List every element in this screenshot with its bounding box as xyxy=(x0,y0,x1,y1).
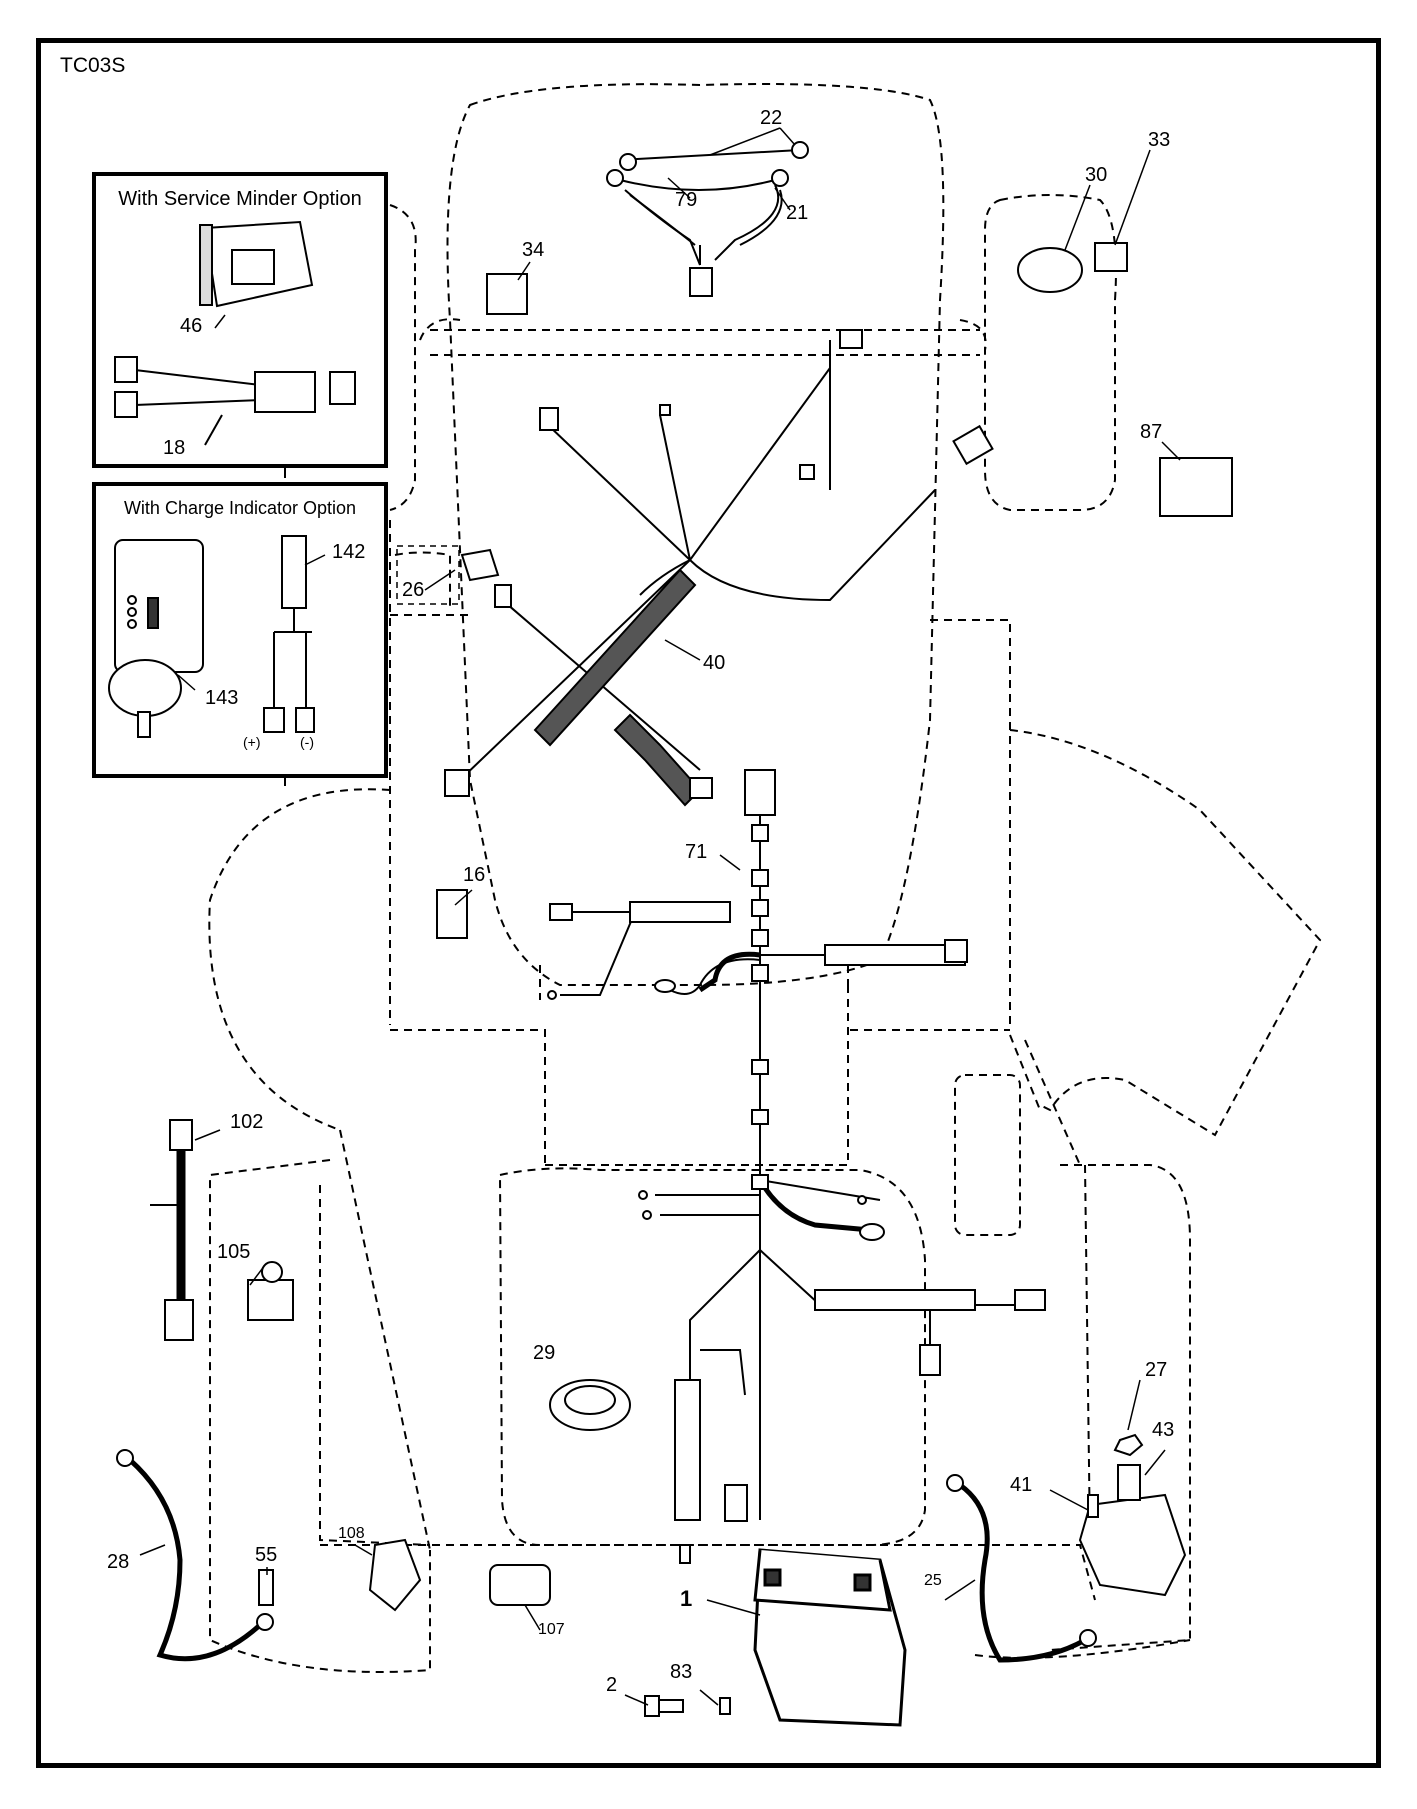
callout-105: 105 xyxy=(217,1241,251,1263)
callout-22: 22 xyxy=(760,107,783,129)
callout-43: 43 xyxy=(1152,1419,1175,1441)
callout-25: 25 xyxy=(924,1572,942,1589)
callout-21: 21 xyxy=(786,202,809,224)
callout-79: 79 xyxy=(675,189,698,211)
callout-142: 142 xyxy=(332,541,366,563)
callout-143: 143 xyxy=(205,687,239,709)
minus-terminal-label: (-) xyxy=(300,734,314,750)
ignition-switch-icon xyxy=(1017,247,1083,293)
diagram-code: TC03S xyxy=(60,54,126,77)
callout-29: 29 xyxy=(533,1342,556,1364)
harness-loom xyxy=(533,568,702,807)
callout-87: 87 xyxy=(1140,421,1163,443)
callout-102: 102 xyxy=(230,1111,264,1133)
callout-41: 41 xyxy=(1010,1474,1033,1496)
headlight-bulb-icon xyxy=(606,141,809,297)
chassis-outline xyxy=(208,83,1322,1673)
charge-indicator-option-box: With Charge Indicator Option xyxy=(92,482,388,778)
diagram-border xyxy=(36,38,1381,1768)
battery-cables xyxy=(116,1449,1097,1663)
center-harness-sleeves xyxy=(547,769,1046,1564)
fuse-holder-icon xyxy=(150,1119,194,1341)
service-minder-option-box: With Service Minder Option xyxy=(92,172,388,468)
callout-30: 30 xyxy=(1085,164,1108,186)
callout-27: 27 xyxy=(1145,1359,1168,1381)
callout-18: 18 xyxy=(163,437,186,459)
key-icon xyxy=(1094,242,1128,272)
fuse-area-outline xyxy=(396,545,460,605)
callout-55: 55 xyxy=(255,1544,278,1566)
callout-16: 16 xyxy=(463,864,486,886)
battery-icon xyxy=(753,1548,907,1727)
callout-107: 107 xyxy=(538,1621,565,1638)
callout-33: 33 xyxy=(1148,129,1171,151)
relay-icon xyxy=(1159,457,1233,517)
charge-indicator-title: With Charge Indicator Option xyxy=(123,498,357,518)
callout-83: 83 xyxy=(670,1661,693,1683)
callout-1: 1 xyxy=(680,1586,693,1611)
callout-2: 2 xyxy=(606,1674,618,1696)
callout-71: 71 xyxy=(685,841,708,863)
service-minder-title: With Service Minder Option xyxy=(118,188,362,210)
headlight-harness xyxy=(619,149,801,266)
callout-26: 26 xyxy=(402,579,425,601)
callout-40: 40 xyxy=(703,652,726,674)
rocker-switch-icon xyxy=(486,273,528,315)
callout-28: 28 xyxy=(107,1551,130,1573)
callout-108: 108 xyxy=(338,1525,365,1542)
callout-34: 34 xyxy=(522,239,545,261)
plus-terminal-label: (+) xyxy=(243,734,261,750)
callout-46: 46 xyxy=(180,315,203,337)
